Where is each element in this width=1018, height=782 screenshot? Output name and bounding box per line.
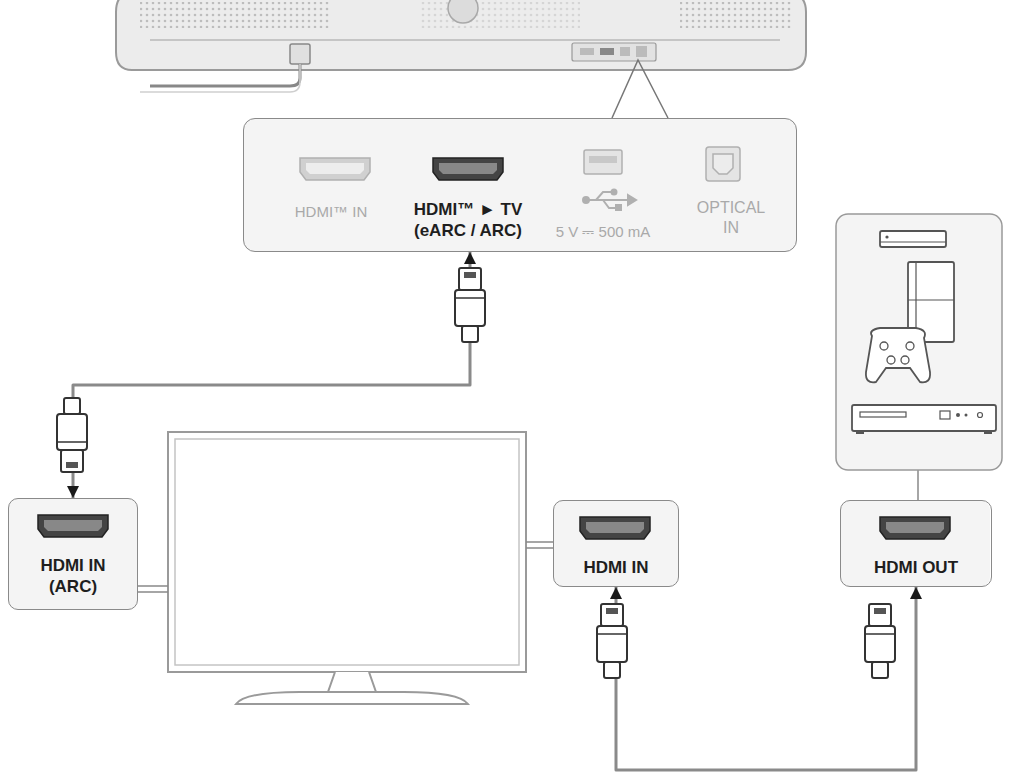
port-name: HDMI IN (ARC) — [25, 555, 121, 598]
port-box: HDMI OUT — [840, 500, 992, 587]
port-box: HDMI IN (ARC) — [8, 498, 138, 610]
port-label: HDMI™ ► TV (eARC / ARC) — [402, 199, 534, 242]
port-label: 5 V ⎓ 500 mA — [538, 223, 668, 242]
port-box: HDMI IN — [553, 500, 679, 587]
port-name: HDMI IN — [561, 557, 671, 578]
port-label: HDMI™ IN — [271, 203, 391, 222]
port-name: HDMI OUT — [848, 557, 984, 578]
hdmi-cable — [616, 587, 916, 770]
port-panel: HDMI™ IN HDMI™ ► TV (eARC / ARC)5 V ⎓ 500… — [243, 118, 797, 252]
port-label: OPTICAL IN — [690, 198, 772, 238]
